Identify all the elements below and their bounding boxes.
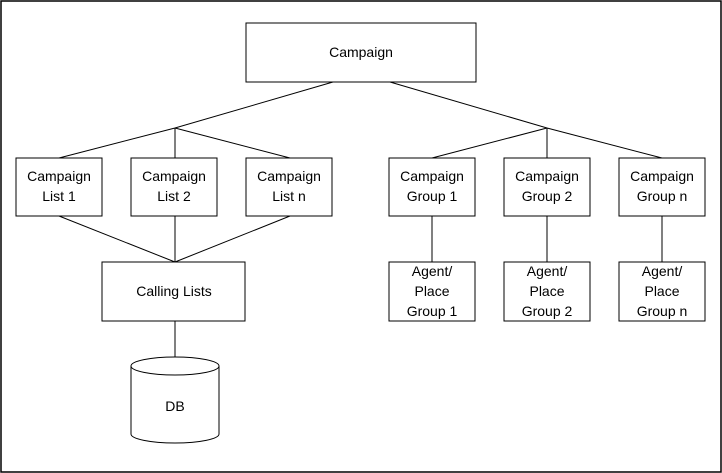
agent-place-group-n-label-line-3: Group n	[637, 303, 688, 319]
campaign-group-1-label-line-1: Campaign	[400, 168, 464, 184]
campaign-group-n-node: Campaign Group n	[618, 157, 706, 217]
agent-place-group-1-node: Agent/ Place Group 1	[388, 261, 476, 322]
connector-list1	[58, 127, 176, 159]
agent-place-group-2-node: Agent/ Place Group 2	[503, 261, 591, 322]
campaign-list-2-node: Campaign List 2	[130, 157, 218, 217]
campaign-label: Campaign	[329, 44, 393, 60]
agent-place-group-1-label-line-3: Group 1	[407, 303, 458, 319]
connector-listn	[174, 127, 291, 159]
calling-lists-label: Calling Lists	[136, 283, 211, 299]
agent-place-group-2-label-line-3: Group 2	[522, 303, 573, 319]
campaign-group-n-label-line-1: Campaign	[630, 168, 694, 184]
agent-place-group-1-label-line-1: Agent/	[412, 263, 453, 279]
campaign-list-n-node: Campaign List n	[245, 157, 333, 217]
campaign-list-1-node: Campaign List 1	[15, 157, 103, 217]
campaign-list-2-label-line-2: List 2	[157, 188, 191, 204]
db-label: DB	[165, 398, 184, 414]
agent-place-group-n-label-line-2: Place	[644, 283, 679, 299]
campaign-group-2-label-line-2: Group 2	[522, 188, 573, 204]
campaign-node: Campaign	[245, 22, 477, 83]
connector-listn-calling	[174, 215, 291, 263]
connector-list1-calling	[58, 215, 176, 263]
calling-lists-node: Calling Lists	[101, 261, 246, 322]
connector-campaign-left	[174, 81, 334, 129]
campaign-group-1-node: Campaign Group 1	[388, 157, 476, 217]
agent-place-group-1-label-line-2: Place	[414, 283, 449, 299]
campaign-group-2-label-line-1: Campaign	[515, 168, 579, 184]
connectors	[58, 81, 663, 362]
connector-campaign-right	[389, 81, 548, 129]
connector-group1	[431, 127, 548, 159]
campaign-group-1-label-line-2: Group 1	[407, 188, 458, 204]
agent-place-group-n-label-line-1: Agent/	[642, 263, 683, 279]
agent-place-group-2-label-line-1: Agent/	[527, 263, 568, 279]
campaign-list-1-label-line-1: Campaign	[27, 168, 91, 184]
campaign-list-n-label-line-1: Campaign	[257, 168, 321, 184]
agent-place-group-n-node: Agent/ Place Group n	[618, 261, 706, 322]
agent-place-group-2-label-line-2: Place	[529, 283, 564, 299]
campaign-list-n-label-line-2: List n	[272, 188, 305, 204]
campaign-list-1-label-line-2: List 1	[42, 188, 76, 204]
campaign-group-2-node: Campaign Group 2	[503, 157, 591, 217]
db-cylinder: DB	[130, 356, 220, 444]
campaign-group-n-label-line-2: Group n	[637, 188, 688, 204]
connector-groupn	[546, 127, 663, 159]
campaign-list-2-label-line-1: Campaign	[142, 168, 206, 184]
